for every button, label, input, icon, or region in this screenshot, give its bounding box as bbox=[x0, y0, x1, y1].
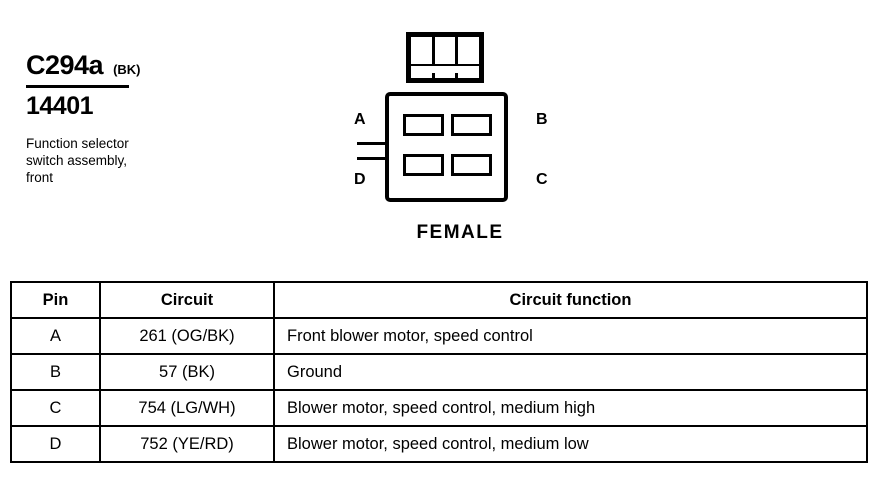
connector-diagram: A D B C FEMALE bbox=[340, 26, 580, 251]
terminal-cavity-d bbox=[403, 154, 444, 176]
connector-description-line-3: front bbox=[26, 170, 54, 185]
cell-circuit: 57 (BK) bbox=[99, 353, 275, 391]
top-tab-slot-2 bbox=[434, 37, 456, 64]
pin-callout-b: B bbox=[536, 111, 548, 128]
connector-description-line-1: Function selector bbox=[26, 136, 129, 151]
cell-pin: A bbox=[10, 317, 101, 355]
terminal-cavity-c bbox=[451, 154, 492, 176]
cell-function: Blower motor, speed control, medium high bbox=[273, 389, 868, 427]
top-tab-lower-slot-3 bbox=[458, 69, 480, 78]
connector-id: C294a bbox=[26, 50, 104, 80]
table-row: A 261 (OG/BK) Front blower motor, speed … bbox=[10, 317, 868, 355]
connector-top-tab bbox=[406, 32, 484, 83]
connector-description: Function selector switch assembly, front bbox=[26, 135, 186, 186]
top-tab-slot-3 bbox=[458, 37, 480, 64]
connector-id-block: C294a (BK) 14401 Function selector switc… bbox=[26, 52, 206, 186]
table-row: C 754 (LG/WH) Blower motor, speed contro… bbox=[10, 389, 868, 427]
table-header-row: Pin Circuit Circuit function bbox=[10, 281, 868, 319]
connector-body bbox=[385, 92, 508, 202]
top-tab-lower-slot-2 bbox=[434, 69, 456, 78]
connector-part-number: 14401 bbox=[26, 92, 94, 120]
table-row: B 57 (BK) Ground bbox=[10, 353, 868, 391]
cell-circuit: 754 (LG/WH) bbox=[99, 389, 275, 427]
column-header-pin: Pin bbox=[10, 281, 101, 319]
terminal-cavity-b bbox=[451, 114, 492, 136]
terminal-cavity-a bbox=[403, 114, 444, 136]
cell-function: Front blower motor, speed control bbox=[273, 317, 868, 355]
cell-pin: B bbox=[10, 353, 101, 391]
connector-color-code: (BK) bbox=[113, 62, 141, 77]
column-header-circuit: Circuit bbox=[99, 281, 275, 319]
cell-function: Blower motor, speed control, medium low bbox=[273, 425, 868, 463]
top-tab-lower-slots bbox=[409, 69, 481, 78]
cell-pin: D bbox=[10, 425, 101, 463]
connector-id-row: C294a (BK) bbox=[26, 52, 206, 79]
connector-gender-label: FEMALE bbox=[416, 222, 504, 243]
pin-assignment-table: Pin Circuit Circuit function A 261 (OG/B… bbox=[10, 281, 868, 463]
cell-function: Ground bbox=[273, 353, 868, 391]
cell-pin: C bbox=[10, 389, 101, 427]
connector-description-line-2: switch assembly, bbox=[26, 153, 128, 168]
cell-circuit: 752 (YE/RD) bbox=[99, 425, 275, 463]
column-header-function: Circuit function bbox=[273, 281, 868, 319]
pin-callout-c: C bbox=[536, 171, 548, 188]
table-row: D 752 (YE/RD) Blower motor, speed contro… bbox=[10, 425, 868, 463]
pin-callout-d: D bbox=[354, 171, 366, 188]
top-tab-slot-1 bbox=[411, 37, 432, 64]
id-underline-rule bbox=[26, 85, 129, 88]
cell-circuit: 261 (OG/BK) bbox=[99, 317, 275, 355]
top-tab-lower-slot-1 bbox=[411, 69, 432, 78]
top-tab-upper-slots bbox=[409, 37, 481, 64]
pin-callout-a: A bbox=[354, 111, 366, 128]
